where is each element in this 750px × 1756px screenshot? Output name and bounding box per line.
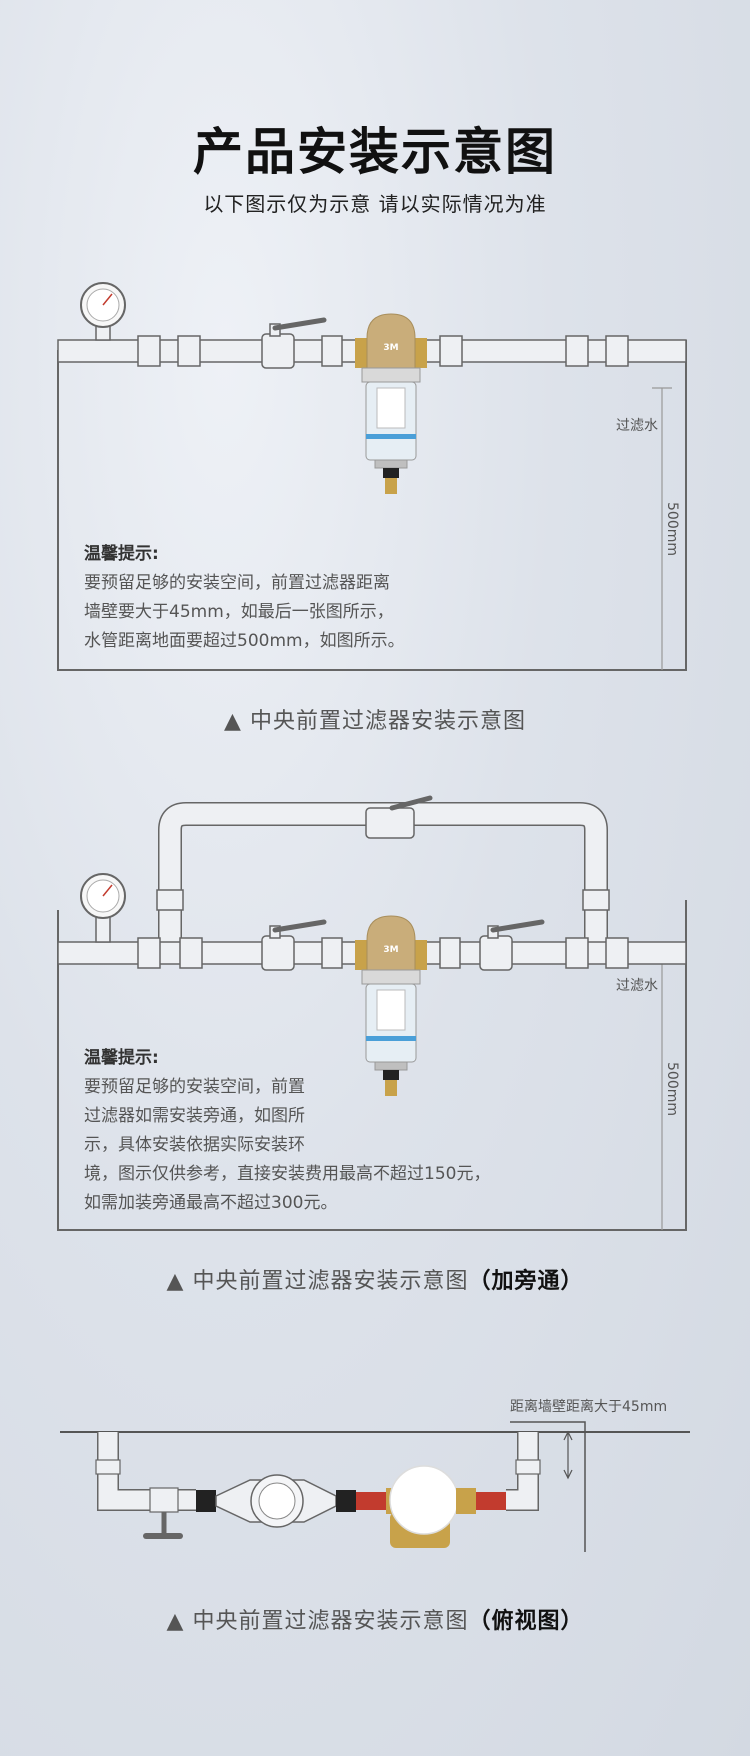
pre-filter-unit: 3M	[355, 313, 427, 494]
caption-paren: （加旁通）	[468, 1269, 584, 1294]
pipe-coupling	[605, 937, 629, 969]
installation-diagram-3-top-view	[60, 1421, 690, 1552]
tips-line: 境，图示仅供参考，直接安装费用最高不超过150元，	[84, 1164, 491, 1184]
height-label: 500mm	[664, 1062, 680, 1116]
wall-frame	[57, 340, 687, 671]
pipe-coupling	[321, 335, 343, 367]
brand-mark: 3M	[383, 343, 398, 353]
pipe-coupling	[565, 937, 589, 969]
main-pipe-left	[57, 339, 359, 363]
caption-paren: （俯视图）	[468, 1609, 584, 1634]
pipe-coupling	[439, 937, 461, 969]
wall-distance-label: 距离墙壁距离大于45mm	[510, 1399, 668, 1415]
pipe-coupling	[156, 889, 184, 911]
tips-line: 墙壁要大于45mm，如最后一张图所示，	[84, 602, 394, 622]
caption-text: ▲ 中央前置过滤器安装示意图	[166, 1609, 469, 1634]
pressure-gauge	[80, 282, 126, 341]
pre-filter-top-view	[386, 1465, 476, 1548]
page-title: 产品安装示意图	[193, 123, 557, 181]
water-meter	[215, 1474, 337, 1528]
filtered-water-label: 过滤水	[616, 418, 658, 434]
pipe-coupling	[439, 335, 463, 367]
installation-diagram-2: 3M	[57, 795, 687, 1231]
pipe-coupling	[582, 889, 610, 911]
distance-bracket	[510, 1421, 586, 1552]
caption-3: ▲ 中央前置过滤器安装示意图（俯视图）	[0, 1603, 750, 1635]
ball-valve	[261, 317, 327, 369]
pipe-coupling	[177, 335, 201, 367]
tips-box-2: 温馨提示: 要预留足够的安装空间，前置 过滤器如需安装旁通，如图所 示，具体安装…	[84, 1044, 490, 1218]
height-label: 500mm	[664, 502, 680, 556]
brand-mark: 3M	[383, 945, 398, 955]
caption-1: ▲ 中央前置过滤器安装示意图	[224, 709, 526, 734]
pipe-coupling	[137, 937, 161, 969]
tips-line: 要预留足够的安装空间，前置过滤器距离	[84, 573, 390, 593]
tips-line: 要预留足够的安装空间，前置	[84, 1077, 305, 1097]
tips-box-1: 温馨提示: 要预留足够的安装空间，前置过滤器距离 墙壁要大于45mm，如最后一张…	[84, 540, 405, 656]
tips-line: 过滤器如需安装旁通，如图所	[84, 1106, 305, 1126]
caption-text: ▲ 中央前置过滤器安装示意图	[166, 1269, 469, 1294]
wall-frame	[57, 900, 687, 1231]
tips-title: 温馨提示:	[84, 1048, 159, 1068]
pipe-coupling	[179, 937, 203, 969]
pipe-coupling	[321, 937, 343, 969]
main-pipe-left	[57, 941, 359, 965]
page-subtitle: 以下图示仅为示意 请以实际情况为准	[203, 192, 547, 216]
ball-valve	[261, 919, 327, 971]
pre-filter-unit: 3M	[355, 915, 427, 1096]
ball-valve	[479, 919, 545, 971]
caption-2: ▲ 中央前置过滤器安装示意图（加旁通）	[0, 1263, 750, 1295]
pipe-coupling	[137, 335, 161, 367]
filtered-water-label: 过滤水	[616, 978, 658, 994]
installation-diagram-1: 3M	[57, 282, 687, 671]
tips-title: 温馨提示:	[84, 544, 159, 564]
pipe-coupling	[605, 335, 629, 367]
tips-line: 示，具体安装依据实际安装环	[84, 1135, 305, 1155]
pressure-gauge	[80, 873, 126, 943]
tips-line: 水管距离地面要超过500mm，如图所示。	[84, 631, 405, 651]
tips-line: 如需加装旁通最高不超过300元。	[84, 1193, 338, 1213]
pipe-coupling	[565, 335, 589, 367]
